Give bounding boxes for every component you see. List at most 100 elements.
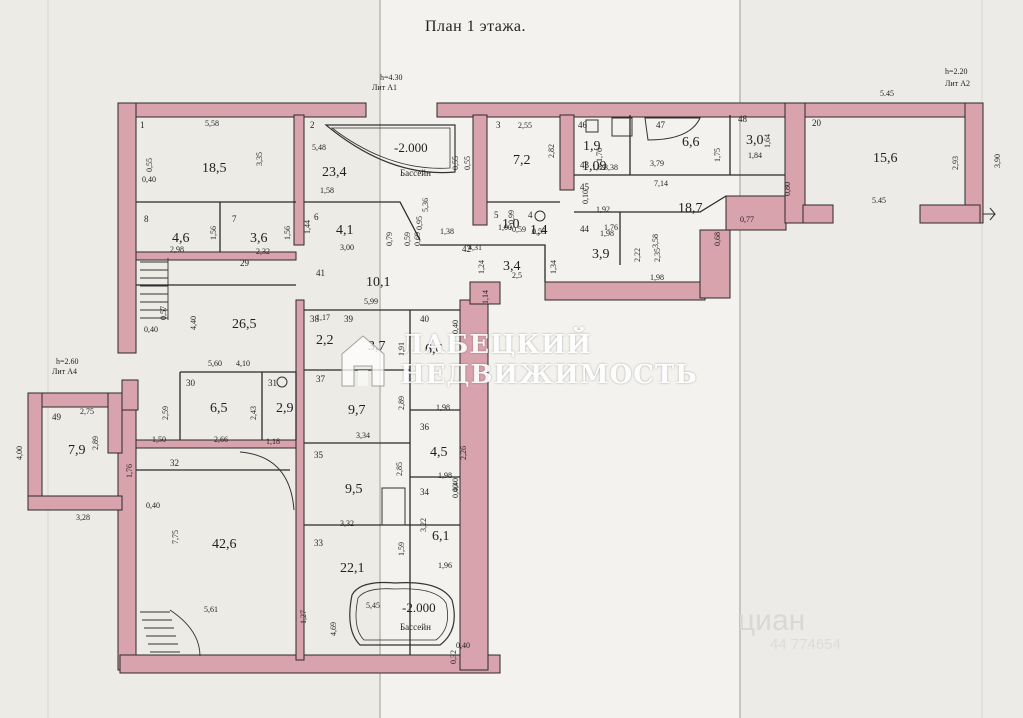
room-number: 47	[656, 120, 666, 130]
plan-title: План 1 этажа.	[425, 18, 527, 35]
dimension-label: 5,45	[366, 601, 380, 610]
dimension-label: 2,35	[653, 248, 662, 262]
room-number: 34	[420, 487, 430, 497]
dimension-label: 1,17	[316, 313, 330, 322]
room-number: 48	[738, 114, 748, 124]
dimension-label: 2,75	[80, 407, 94, 416]
dimension-label: 3,34	[356, 431, 370, 440]
room-number: 38	[310, 314, 320, 324]
door-swing	[239, 451, 295, 511]
room-number: 4	[528, 210, 533, 220]
dimension-label: 1,76	[595, 148, 604, 162]
agency-watermark: ЛАБЕЦКИЙ НЕДВИЖИМОСТЬ	[340, 330, 698, 390]
room-number: 36	[420, 422, 430, 432]
dimension-label: 1,24	[477, 260, 486, 274]
room-number: 6	[314, 212, 319, 222]
room-number: 29	[240, 258, 250, 268]
room-number: 44	[580, 224, 590, 234]
wall-segment	[559, 114, 575, 191]
wall-segment	[121, 379, 139, 411]
dimension-label: 2,26	[459, 446, 468, 460]
room-number: 3	[496, 120, 501, 130]
stairs-icon	[140, 258, 169, 320]
dimension-label: 1,76	[604, 223, 618, 232]
dimension-label: 1,64	[763, 134, 772, 148]
wall-segment	[469, 281, 501, 305]
wall-segment	[117, 102, 137, 354]
dimension-label: 3,90	[993, 154, 1002, 168]
dimension-label: 1,38	[440, 227, 454, 236]
dimension-label: 1,98	[438, 471, 452, 480]
room-area: 26,5	[232, 317, 257, 332]
dimension-label: 0,40	[451, 478, 460, 492]
dimension-label: 4,40	[189, 316, 198, 330]
dimension-label: 3,28	[76, 513, 90, 522]
room-area: 2,2	[316, 333, 334, 348]
room-number: 45	[580, 182, 590, 192]
dimension-label: 0,99	[507, 210, 516, 224]
wall-segment	[544, 281, 706, 301]
room-area: 4,5	[430, 445, 448, 460]
dimension-label: 3,38	[604, 163, 618, 172]
wall-segment	[802, 204, 834, 224]
room-number: 49	[52, 412, 62, 422]
dimension-label: 1,91	[397, 342, 406, 356]
watermark-line-2: НЕДВИЖИМОСТЬ	[400, 360, 698, 390]
dimension-label: 4,10	[236, 359, 250, 368]
room-area: 15,6	[873, 151, 898, 166]
dimension-label: 2,43	[249, 406, 258, 420]
room-area: 18,5	[202, 161, 227, 176]
room-number: 31	[268, 378, 277, 388]
wall-segment	[784, 102, 806, 224]
wing-label: h=2.60	[56, 357, 79, 366]
dimension-label: 0,68	[713, 232, 722, 246]
dimension-label: 0,57	[159, 306, 168, 320]
room-area: 1,09	[582, 159, 607, 174]
room-area: 10,1	[366, 275, 391, 290]
wall-segment	[472, 114, 488, 226]
dimension-label: 0,40	[456, 641, 470, 650]
dimension-label: 5,48	[312, 143, 326, 152]
building-logo-icon	[341, 335, 385, 387]
cian-listing-id: 44 774654	[770, 636, 841, 653]
dimension-label: 3,79	[650, 159, 664, 168]
dimension-label: 1,92	[596, 205, 610, 214]
pool-depth: -2.000	[394, 140, 428, 155]
room-number: 32	[170, 458, 179, 468]
dimension-label: 0,79	[385, 232, 394, 246]
dimension-label: 0,55	[532, 227, 546, 236]
room-area: 7,9	[68, 443, 86, 458]
pool-outline	[324, 124, 456, 174]
dimension-label: 1,89	[592, 163, 606, 172]
dimension-label: 3,00	[340, 243, 354, 252]
dimension-label: 1,56	[209, 226, 218, 240]
dimension-label: 0,59	[403, 232, 412, 246]
dimension-label: 1,98	[436, 403, 450, 412]
room-number: 42	[462, 244, 471, 254]
dimension-label: 7,14	[654, 179, 668, 188]
dimension-label: 0,32	[449, 650, 458, 664]
dimension-label: 1,96	[438, 561, 452, 570]
dimension-label: 0,59	[512, 225, 526, 234]
room-number: 20	[812, 118, 822, 128]
room-area: 3,0	[746, 133, 764, 148]
room-area: 2,9	[276, 401, 294, 416]
dimension-label: 5.45	[880, 89, 894, 98]
dimension-label: 1,56	[283, 226, 292, 240]
dimension-label: 3,58	[651, 234, 660, 248]
dimension-label: 0,40	[451, 320, 460, 334]
room-number: 41	[316, 268, 325, 278]
dimension-label: 0,95	[415, 216, 424, 230]
dimension-label: 1,18	[266, 437, 280, 446]
room-area: 7,2	[513, 153, 531, 168]
dimension-label: 2,82	[547, 144, 556, 158]
wall-segment	[27, 392, 43, 511]
dimension-label: 0,55	[451, 156, 460, 170]
dimension-label: 0,80	[783, 182, 792, 196]
dimension-label: 5,99	[364, 297, 378, 306]
wing-label: h=4.30	[380, 73, 403, 82]
dimension-label: 1,44	[303, 220, 312, 234]
wall-segment	[699, 229, 731, 299]
dimension-label: 1,98	[600, 229, 614, 238]
